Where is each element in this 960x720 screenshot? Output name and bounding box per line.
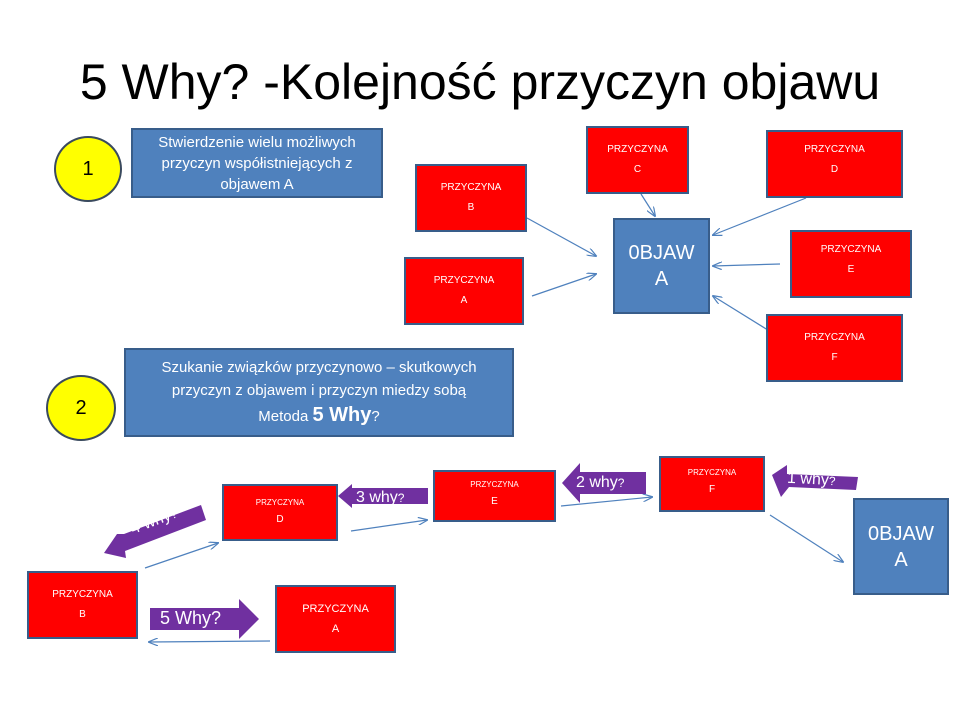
chain-symptom-a-box: 0BJAW A <box>853 498 949 595</box>
arrow-d-to-symptom <box>713 197 807 235</box>
why-suffix: ? <box>828 473 836 489</box>
why-label-5: 5 Why? <box>160 608 221 628</box>
symptom-a-box: 0BJAW A <box>613 218 710 314</box>
cause-d-box: PRZYCZYNA D <box>766 130 903 198</box>
why-suffix: ? <box>211 608 222 628</box>
chain-cause-b-box: PRZYCZYNA B <box>27 571 138 639</box>
why-label-3: 3 why? <box>356 488 404 508</box>
cause-letter: E <box>847 264 855 275</box>
cause-word: PRZYCZYNA <box>255 498 305 507</box>
symptom-line: 0BJAW <box>628 242 695 264</box>
arrow-a-to-symptom <box>531 274 596 297</box>
step-2-number: 2 <box>75 396 87 419</box>
chain-cause-f-box: PRZYCZYNA F <box>659 456 765 512</box>
why-text: 5 Why <box>160 608 212 628</box>
step-2-description: Szukanie związków przyczynowo – skutkowy… <box>124 348 514 437</box>
why-label-1: 1 why? <box>787 469 836 492</box>
arrow-d-to-e <box>350 520 427 532</box>
method-suffix: ? <box>371 408 380 425</box>
cause-letter: D <box>276 514 284 525</box>
why-arrow-5 <box>150 599 259 639</box>
cause-a-box: PRZYCZYNA A <box>404 257 524 325</box>
arrow-e-to-f <box>560 497 652 507</box>
cause-letter: B <box>79 609 86 620</box>
slide-title: 5 Why? -Kolejność przyczyn objawu <box>79 54 881 110</box>
arrow-e-to-symptom <box>713 264 781 266</box>
step-1-badge: 1 <box>54 136 122 202</box>
why-arrow-1 <box>772 465 858 497</box>
arrow-b-to-symptom <box>526 217 596 256</box>
cause-letter: D <box>830 164 839 175</box>
why-suffix: ? <box>617 476 625 490</box>
cause-c-box: PRZYCZYNA C <box>586 126 689 194</box>
arrow-a-to-b <box>149 641 271 642</box>
symptom-line: A <box>894 548 908 571</box>
symptom-line: A <box>654 268 669 290</box>
step-2-line: Szukanie związków przyczynowo – skutkowy… <box>161 359 477 376</box>
step-2-line: przyczyn z objawem i przyczyn miedzy sob… <box>171 382 467 399</box>
cause-letter: E <box>491 496 498 507</box>
why-text: 3 why <box>356 489 398 506</box>
cause-word: PRZYCZYNA <box>820 244 882 255</box>
cause-letter: A <box>460 295 468 306</box>
cause-b-box: PRZYCZYNA B <box>415 164 527 232</box>
why-label-2: 2 why? <box>576 473 624 493</box>
cause-word: PRZYCZYNA <box>804 144 865 155</box>
step-1-line: Stwierdzenie wielu możliwych <box>158 134 356 151</box>
chain-cause-e-box: PRZYCZYNA E <box>433 470 556 522</box>
cause-letter: F <box>708 484 716 495</box>
cause-word: PRZYCZYNA <box>440 182 502 193</box>
cause-word: PRZYCZYNA <box>52 589 113 600</box>
why-text: 1 why <box>786 469 830 489</box>
step-2-method: Metoda 5 Why? <box>132 404 506 428</box>
symptom-line: 0BJAW <box>868 522 934 545</box>
step-1-description: Stwierdzenie wielu możliwych przyczyn ws… <box>131 128 383 198</box>
why-arrow-3 <box>338 484 428 508</box>
why-text: 2 why <box>576 474 618 491</box>
cause-e-box: PRZYCZYNA E <box>790 230 912 298</box>
cause-letter: A <box>331 623 340 635</box>
arrow-c-to-symptom <box>640 193 655 216</box>
why-suffix: ? <box>397 491 405 505</box>
cause-word: PRZYCZYNA <box>470 480 519 489</box>
step-1-number: 1 <box>82 157 94 180</box>
cause-word: PRZYCZYNA <box>433 275 495 286</box>
arrow-f-to-symptom-chain <box>769 514 843 562</box>
step-1-line: objawem A <box>220 176 294 193</box>
cause-letter: F <box>831 352 838 363</box>
cause-word: PRZYCZYNA <box>607 144 668 155</box>
why-arrow-2 <box>562 463 646 503</box>
step-1-line: przyczyn współistniejących z <box>161 155 353 172</box>
step-2-badge: 2 <box>46 375 116 441</box>
cause-word: PRZYCZYNA <box>804 332 865 343</box>
method-bold: 5 Why <box>312 404 372 426</box>
arrow-b-to-d <box>144 543 218 569</box>
cause-letter: C <box>633 164 642 175</box>
chain-cause-a-box: PRZYCZYNA A <box>275 585 396 653</box>
why-arrow-4 <box>104 505 206 558</box>
method-prefix: Metoda <box>258 408 313 425</box>
cause-letter: B <box>467 202 475 213</box>
chain-cause-d-box: PRZYCZYNA D <box>222 484 338 541</box>
cause-word: PRZYCZYNA <box>687 468 737 477</box>
cause-f-box: PRZYCZYNA F <box>766 314 903 382</box>
cause-word: PRZYCZYNA <box>302 603 369 615</box>
